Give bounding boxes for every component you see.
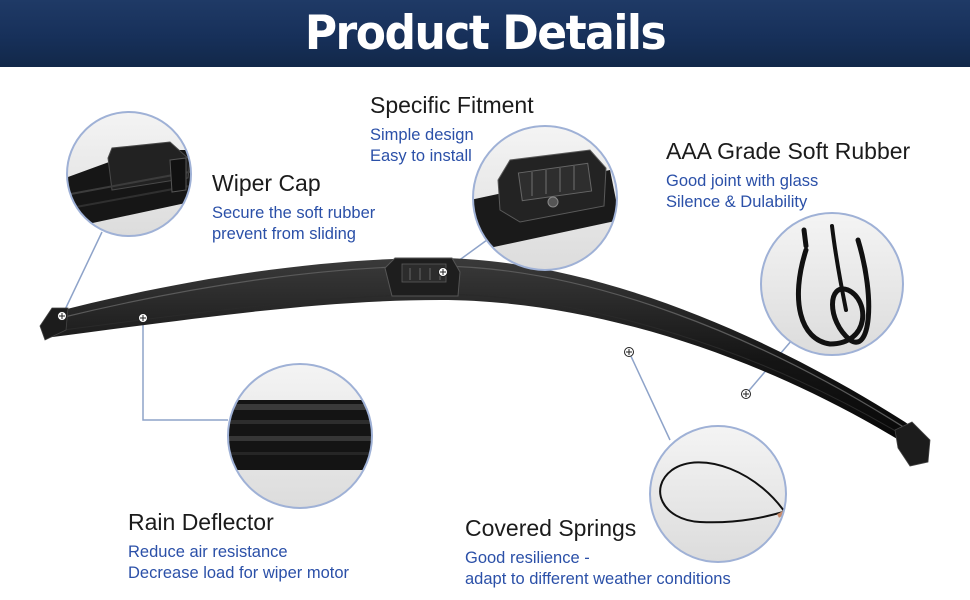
feature-line: Decrease load for wiper motor	[128, 564, 350, 582]
marker-specific-fitment	[438, 267, 448, 277]
callout-line-wiper-cap	[61, 231, 103, 317]
feature-description: Secure the soft rubber prevent from slid…	[212, 203, 375, 245]
feature-title: Covered Springs	[465, 515, 637, 541]
feature-line: prevent from sliding	[212, 225, 356, 243]
feature-line: Good joint with glass	[666, 172, 819, 190]
feature-aaa-grade-soft-rubber: AAA Grade Soft Rubber Good joint with gl…	[666, 138, 910, 213]
feature-line: Easy to install	[370, 147, 472, 165]
feature-wiper-cap: Wiper Cap Secure the soft rubber prevent…	[212, 170, 375, 245]
feature-title: AAA Grade Soft Rubber	[666, 138, 911, 164]
callout-line-rain-deflector	[142, 318, 228, 421]
feature-rain-deflector: Rain Deflector Reduce air resistance Dec…	[128, 509, 349, 584]
feature-line: Reduce air resistance	[128, 543, 288, 561]
feature-description: Reduce air resistance Decrease load for …	[128, 542, 349, 584]
page-title: Product Details	[304, 5, 667, 62]
feature-description: Good resilience - adapt to different wea…	[465, 548, 731, 590]
marker-rain-deflector	[138, 313, 148, 323]
marker-wiper-cap	[57, 311, 67, 321]
feature-line: Simple design	[370, 126, 474, 144]
feature-line: Secure the soft rubber	[212, 204, 376, 222]
feature-title: Rain Deflector	[128, 509, 274, 535]
feature-title: Wiper Cap	[212, 170, 321, 196]
zoom-circle-wiper-cap	[66, 111, 192, 237]
feature-description: Good joint with glass Silence & Dulabili…	[666, 171, 910, 213]
zoom-circle-specific-fitment	[472, 125, 618, 271]
blade-markers	[57, 267, 751, 399]
feature-title: Specific Fitment	[370, 92, 534, 118]
feature-description: Simple design Easy to install	[370, 125, 534, 167]
feature-line: adapt to different weather conditions	[465, 570, 731, 588]
zoom-circle-aaa-rubber	[760, 212, 904, 356]
feature-covered-springs: Covered Springs Good resilience - adapt …	[465, 515, 731, 590]
header-banner: Product Details	[0, 0, 970, 67]
wiper-blade	[39, 257, 931, 467]
feature-specific-fitment: Specific Fitment Simple design Easy to i…	[370, 92, 534, 167]
marker-covered-springs	[624, 347, 634, 357]
callout-line-covered-springs	[628, 351, 671, 441]
feature-line: Silence & Dulability	[666, 193, 808, 211]
marker-aaa-rubber	[741, 389, 751, 399]
feature-line: Good resilience -	[465, 549, 590, 567]
zoom-circle-rain-deflector	[227, 363, 373, 509]
